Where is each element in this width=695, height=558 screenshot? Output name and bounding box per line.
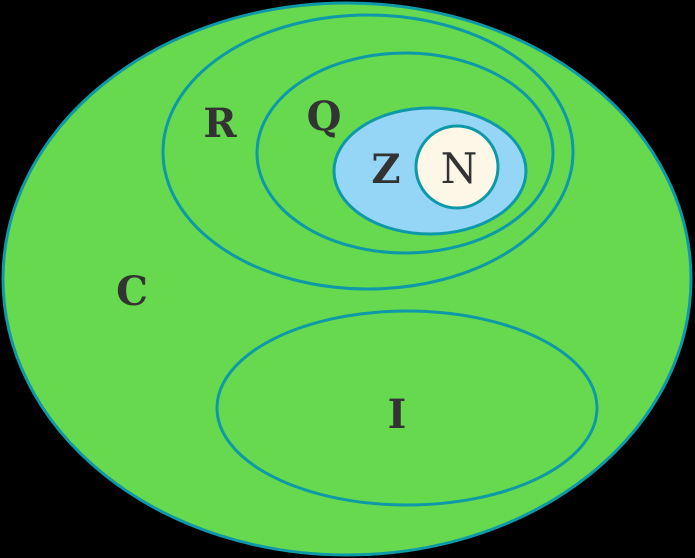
set-c-label: C <box>116 268 148 315</box>
set-n-region <box>414 124 500 210</box>
set-i-label: I <box>388 391 407 438</box>
set-i-region <box>215 309 599 507</box>
set-z-label: Z <box>371 146 400 193</box>
set-q-label: Q <box>307 93 342 140</box>
set-n-label: N <box>441 144 478 193</box>
set-r-label: R <box>203 100 237 147</box>
